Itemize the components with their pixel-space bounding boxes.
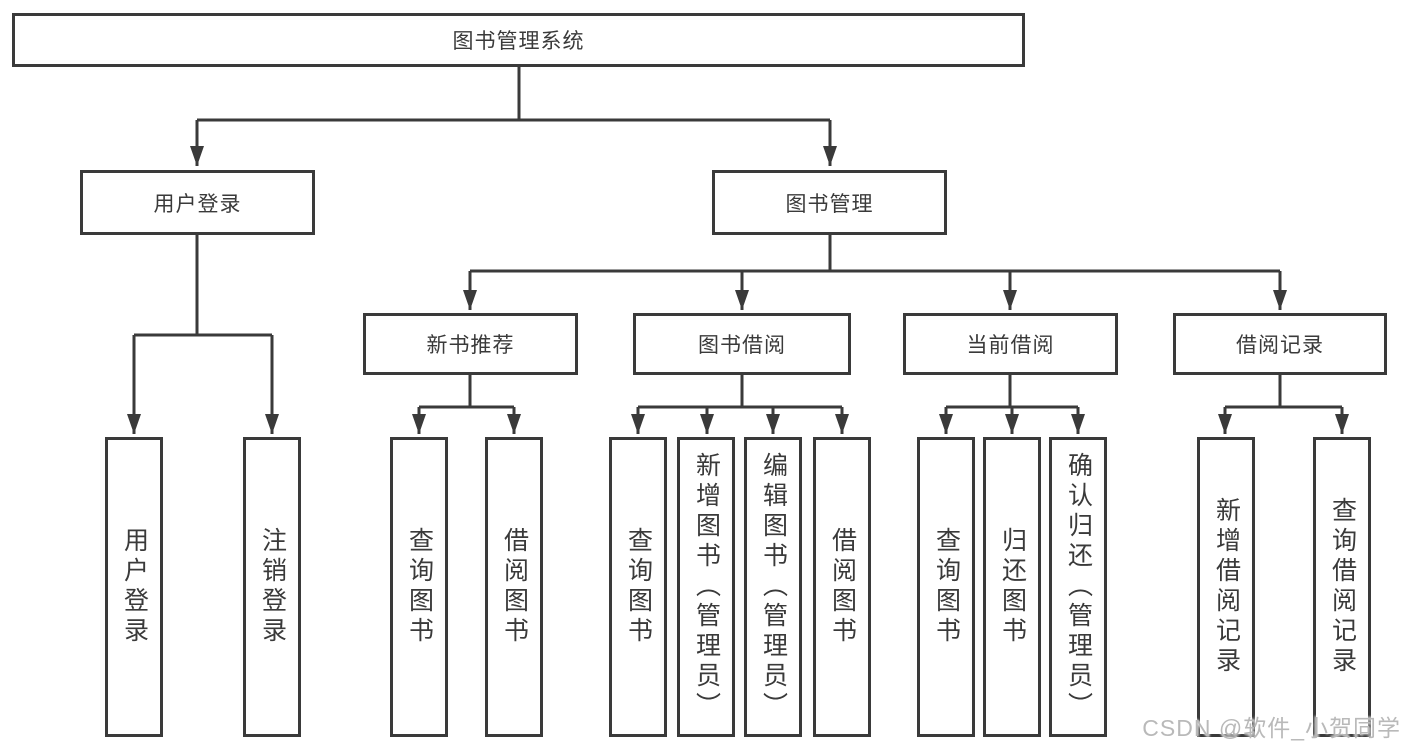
leaf-nb-borrow-book: 借阅图书 [485,437,543,737]
leaf-bb-borrow-book: 借阅图书 [813,437,871,737]
leaf-bb-query-book: 查询图书 [609,437,667,737]
node-book-borrow: 图书借阅 [633,313,851,375]
node-book-management: 图书管理 [712,170,947,235]
node-current-borrow: 当前借阅 [903,313,1118,375]
node-root: 图书管理系统 [12,13,1025,67]
leaf-logout: 注销登录 [243,437,301,737]
leaf-bb-add-book-admin: 新增图书（管理员） [677,437,735,737]
leaf-nb-query-book: 查询图书 [390,437,448,737]
leaf-user-login: 用户登录 [105,437,163,737]
node-user-login: 用户登录 [80,170,315,235]
leaf-br-query-record: 查询借阅记录 [1313,437,1371,737]
node-new-book-recommend: 新书推荐 [363,313,578,375]
leaf-br-add-record: 新增借阅记录 [1197,437,1255,737]
leaf-cb-confirm-return-admin: 确认归还（管理员） [1049,437,1107,737]
leaf-cb-return-book: 归还图书 [983,437,1041,737]
node-borrow-records: 借阅记录 [1173,313,1387,375]
leaf-cb-query-book: 查询图书 [917,437,975,737]
watermark: CSDN @软件_小贺同学 [1142,715,1401,741]
leaf-bb-edit-book-admin: 编辑图书（管理员） [744,437,802,737]
